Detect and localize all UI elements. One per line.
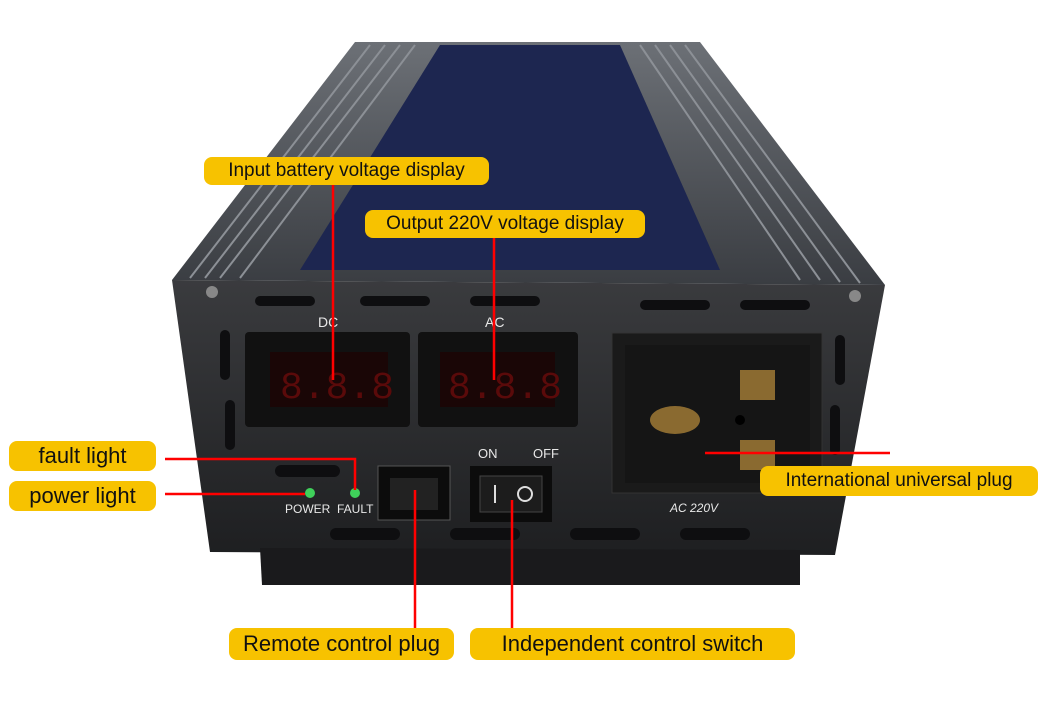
- input-display-callout: Input battery voltage display: [204, 157, 489, 185]
- screw-icon: [849, 290, 861, 302]
- socket-hole: [740, 370, 775, 400]
- remote-plug-callout: Remote control plug: [229, 628, 454, 660]
- universal-plug-callout: International universal plug: [760, 466, 1038, 496]
- vent-slots: [220, 296, 845, 540]
- fault-light-callout: fault light: [9, 441, 156, 471]
- fault-label: FAULT: [337, 502, 374, 516]
- dc-display-screen: [270, 352, 388, 407]
- power-led: [305, 488, 315, 498]
- power-light-callout: power light: [9, 481, 156, 511]
- off-mark-icon: [517, 486, 533, 502]
- dc-label: DC: [318, 314, 338, 330]
- base-plate: [260, 548, 800, 585]
- screw-icon: [206, 286, 218, 298]
- socket-hole: [650, 406, 700, 434]
- ac-readout: 8.8.8: [448, 367, 562, 410]
- dc-readout: 8.8.8: [280, 367, 394, 410]
- on-label: ON: [478, 446, 498, 461]
- socket-hole: [740, 440, 775, 470]
- leader-lines: [165, 185, 890, 630]
- power-label: POWER: [285, 502, 331, 516]
- off-label: OFF: [533, 446, 559, 461]
- ac-display-screen: [440, 352, 555, 407]
- fault-led: [350, 488, 360, 498]
- output-display-callout: Output 220V voltage display: [365, 210, 645, 238]
- control-switch-callout: Independent control switch: [470, 628, 795, 660]
- socket-rating-label: AC 220V: [669, 501, 719, 515]
